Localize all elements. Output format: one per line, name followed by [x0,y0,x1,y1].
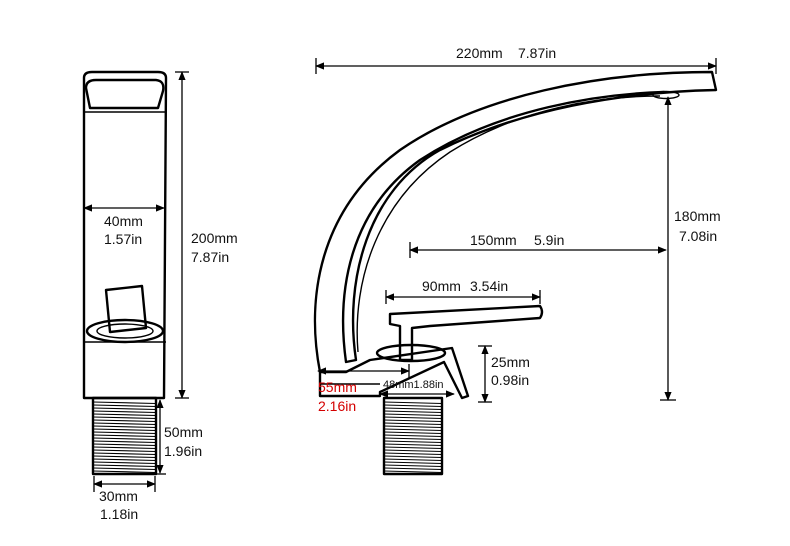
thread-line [92,440,157,444]
thread-line [92,470,157,474]
thread-length-in: 1.96in [164,443,202,459]
shank-threads-front [92,401,157,474]
faucet-cap-front [84,78,165,110]
reach-in: 5.9in [534,232,564,248]
total-length-mm: 220mm [456,45,503,61]
spout-height-mm: 180mm [674,208,721,224]
front-width-mm: 40mm [104,213,143,229]
thread-line [383,419,443,423]
thread-line [92,464,157,468]
handle-lever-side [388,304,544,362]
thread-line [383,401,443,405]
thread-diameter-in: 1.18in [100,506,138,522]
thread-line [92,449,157,453]
thread-line [383,428,443,432]
thread-line [92,437,157,441]
base-foot [318,346,470,400]
thread-line [92,428,157,432]
thread-line [92,404,157,408]
thread-line [92,425,157,429]
thread-line [383,407,443,411]
thread-line [92,413,157,417]
thread-line [383,422,443,426]
thread-line [383,425,443,429]
handle-ring-side [375,343,447,363]
thread-line [383,470,443,474]
thread-line [383,449,443,453]
handle-length-in: 3.54in [470,278,508,294]
thread-line [383,434,443,438]
front-height-mm: 200mm [191,230,238,246]
thread-line [92,401,157,405]
thread-line [383,440,443,444]
front-height-in: 7.87in [191,249,229,265]
handle-lever-front [104,284,148,334]
thread-line [383,461,443,465]
thread-line [383,452,443,456]
thread-line [92,410,157,414]
thread-line [92,434,157,438]
base-offset-mm: 55mm [318,379,357,395]
thread-length-mm: 50mm [164,424,203,440]
reach-mm: 150mm [470,232,517,248]
thread-line [92,461,157,465]
thread-line [383,443,443,447]
front-view: 40mm 1.57in 200mm 7.87in 50mm 1.96in 30m… [82,70,238,522]
thread-line [383,467,443,471]
front-width-in: 1.57in [104,231,142,247]
thread-line [92,431,157,435]
faucet-body-front [82,70,168,400]
thread-line [383,416,443,420]
base-diameter-label: 48mm1.88in [383,379,444,391]
base-offset-in: 2.16in [318,398,356,414]
total-length-in: 7.87in [518,45,556,61]
thread-line [92,467,157,471]
thread-line [383,446,443,450]
thread-line [383,464,443,468]
spout-height-in: 7.08in [679,228,717,244]
thread-line [92,455,157,459]
thread-line [383,404,443,408]
handle-length-mm: 90mm [422,278,461,294]
thread-line [92,419,157,423]
thread-line [92,416,157,420]
thread-line [92,446,157,450]
thread-line [92,407,157,411]
thread-line [383,458,443,462]
side-view: 220mm 7.87in 180mm 7.08in 150mm 5.9in 90… [313,45,721,476]
thread-line [92,443,157,447]
thread-line [383,455,443,459]
thread-line [383,437,443,441]
thread-line [92,422,157,426]
shank-threads-side [383,401,443,474]
spout-outline [313,70,718,374]
thread-line [383,431,443,435]
thread-line [383,413,443,417]
handle-height-in: 0.98in [491,372,529,388]
thread-diameter-mm: 30mm [99,488,138,504]
thread-line [92,458,157,462]
thread-line [92,452,157,456]
thread-line [383,410,443,414]
handle-height-mm: 25mm [491,354,530,370]
